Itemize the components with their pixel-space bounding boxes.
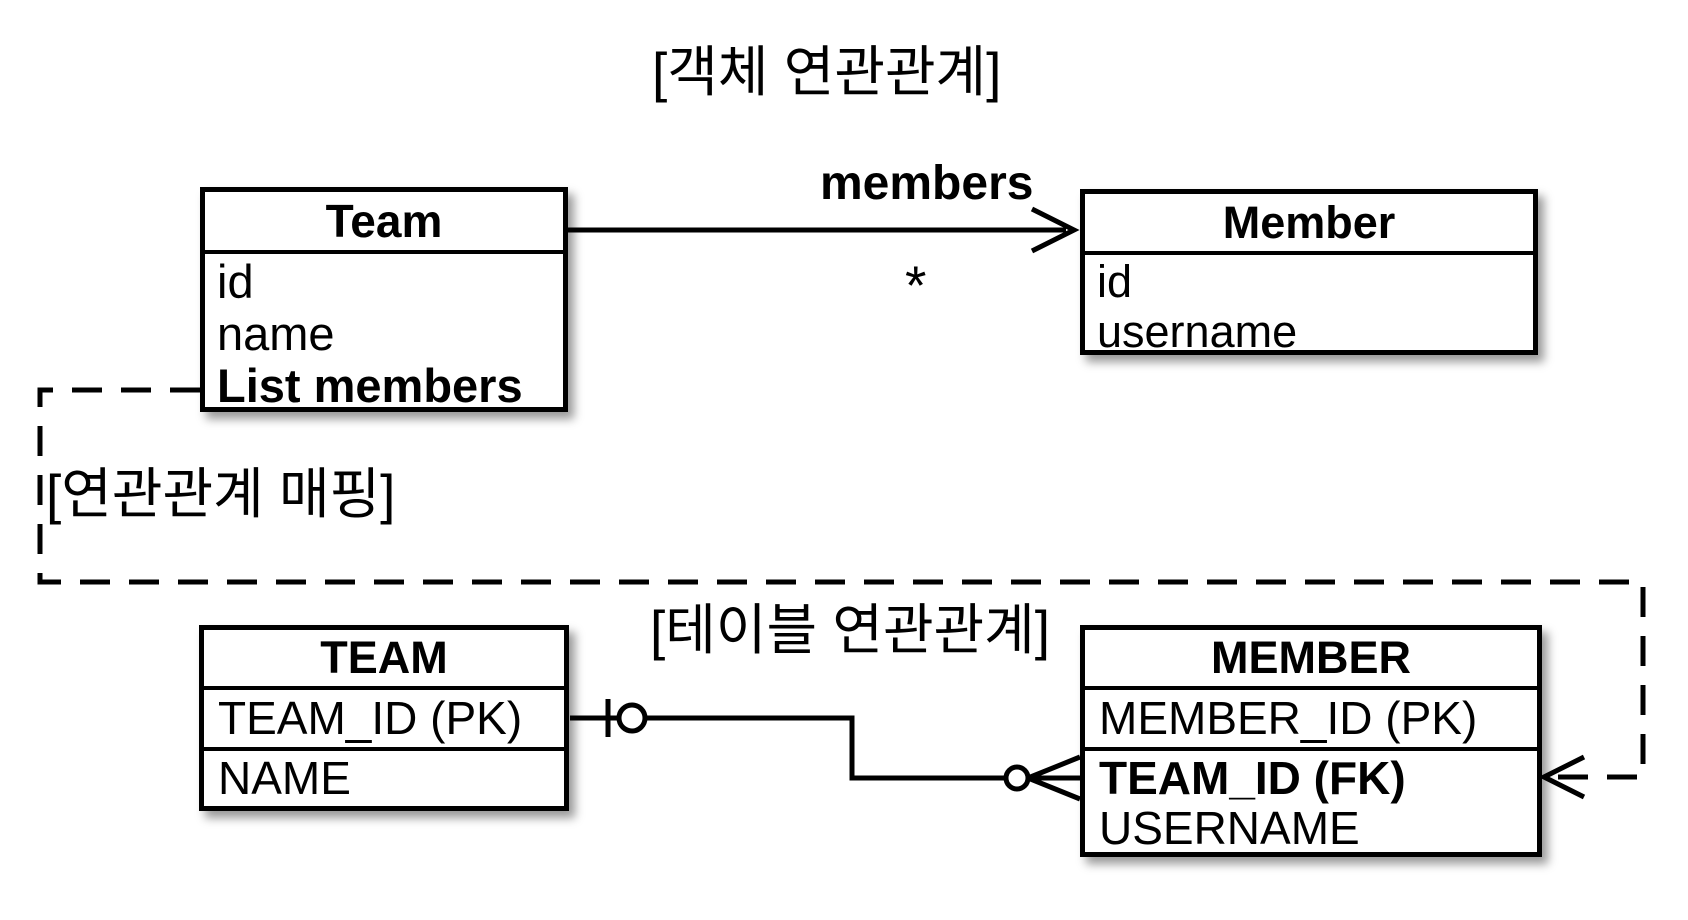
member-table-col-username: USERNAME bbox=[1099, 802, 1360, 853]
many-side-circle-icon bbox=[1003, 764, 1031, 792]
member-attr-username: username bbox=[1097, 306, 1298, 357]
erd-relationship-line bbox=[570, 715, 1007, 781]
team-method-list-members: List members bbox=[217, 359, 523, 412]
object-section-title: [객체 연관관계] bbox=[652, 41, 1002, 103]
member-table-name: MEMBER bbox=[1085, 630, 1537, 690]
team-class-name: Team bbox=[205, 192, 563, 254]
team-class-body: id name List members bbox=[205, 254, 563, 412]
team-table-col-name: NAME bbox=[218, 752, 351, 804]
member-table-fk-compartment: TEAM_ID (FK) USERNAME bbox=[1085, 751, 1537, 853]
association-arrowhead-icon bbox=[1030, 206, 1080, 254]
crow-foot-icon bbox=[1027, 754, 1081, 802]
team-table-col-pk: TEAM_ID (PK) bbox=[204, 690, 564, 751]
object-association-arrow bbox=[568, 206, 1080, 254]
member-attr-id: id bbox=[1097, 256, 1133, 307]
mapping-arrowhead-icon bbox=[1538, 754, 1586, 800]
member-table-box: MEMBER MEMBER_ID (PK) TEAM_ID (FK) USERN… bbox=[1080, 625, 1542, 857]
association-label: members bbox=[820, 157, 1034, 210]
team-table-box: TEAM TEAM_ID (PK) NAME bbox=[199, 625, 569, 811]
table-section-title: [테이블 연관관계] bbox=[650, 599, 1051, 661]
member-class-name: Member bbox=[1085, 194, 1533, 255]
erd-relationship-connector bbox=[570, 699, 1081, 802]
member-class-body: id username bbox=[1085, 255, 1533, 357]
team-class-box: Team id name List members bbox=[200, 187, 568, 412]
mapping-section-label: [연관관계 매핑] bbox=[46, 463, 396, 525]
team-attr-name: name bbox=[217, 307, 335, 360]
member-class-box: Member id username bbox=[1080, 189, 1538, 357]
member-table-col-pk: MEMBER_ID (PK) bbox=[1085, 690, 1537, 751]
team-attr-id: id bbox=[217, 255, 254, 308]
member-table-col-fk: TEAM_ID (FK) bbox=[1099, 752, 1406, 804]
team-table-name: TEAM bbox=[204, 630, 564, 690]
association-multiplicity: * bbox=[905, 254, 927, 316]
optional-marker-circle-icon bbox=[616, 702, 648, 734]
